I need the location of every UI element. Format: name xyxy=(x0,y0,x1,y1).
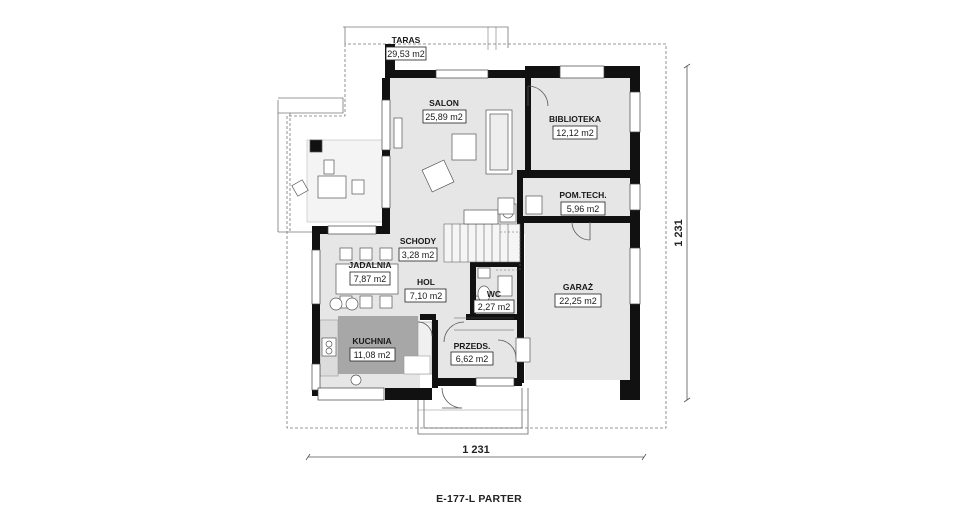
dimension-horizontal xyxy=(305,453,647,461)
jadalnia-area: 7,87 m2 xyxy=(354,274,387,284)
windows xyxy=(311,65,641,401)
wc-area: 2,27 m2 xyxy=(478,302,511,312)
wc-fixtures xyxy=(477,267,513,303)
terrace-outline xyxy=(343,26,509,48)
garaz-area: 22,25 m2 xyxy=(559,296,597,306)
przeds-name: PRZEDS. xyxy=(454,341,491,351)
garaz-name: GARAŻ xyxy=(563,282,593,292)
terrace-steps xyxy=(278,97,344,114)
kuchnia-area: 11,08 m2 xyxy=(354,350,391,360)
dimension-height-label: 1 231 xyxy=(673,219,685,247)
kuchnia-name: KUCHNIA xyxy=(352,336,391,346)
taras-area: 29,53 m2 xyxy=(387,49,425,59)
label-biblioteka: BIBLIOTEKA 12,12 m2 xyxy=(549,114,601,140)
label-pomtech: POM.TECH. 5,96 m2 xyxy=(559,190,607,216)
staircase xyxy=(443,223,521,271)
kitchen-fixtures xyxy=(321,337,362,386)
label-hol: HOL 7,10 m2 xyxy=(404,277,447,303)
label-garaz: GARAŻ 22,25 m2 xyxy=(554,282,602,308)
wardrobe xyxy=(515,337,531,363)
salon-area: 25,89 m2 xyxy=(425,112,463,122)
plan-title: E-177-L PARTER xyxy=(436,493,522,505)
label-jadalnia: JADALNIA 7,87 m2 xyxy=(349,260,392,286)
pomtech-name: POM.TECH. xyxy=(559,190,606,200)
label-taras: TARAS 29,53 m2 xyxy=(385,35,427,61)
dimension-vertical xyxy=(683,63,691,403)
pomtech-area: 5,96 m2 xyxy=(567,204,600,214)
patio-furniture xyxy=(291,139,365,199)
dimension-width-label: 1 231 xyxy=(462,444,490,456)
jadalnia-name: JADALNIA xyxy=(349,260,392,270)
schody-area: 3,28 m2 xyxy=(402,250,435,260)
porch-outline xyxy=(417,388,529,435)
label-kuchnia: KUCHNIA 11,08 m2 xyxy=(349,336,396,362)
label-schody: SCHODY 3,28 m2 xyxy=(398,236,438,262)
label-przeds: PRZEDS. 6,62 m2 xyxy=(450,341,494,366)
salon-name: SALON xyxy=(429,98,459,108)
przeds-area: 6,62 m2 xyxy=(456,354,489,364)
label-wc: WC 2,27 m2 xyxy=(473,289,515,314)
hol-area: 7,10 m2 xyxy=(410,291,443,301)
tech-fixtures xyxy=(497,195,543,215)
biblioteka-name: BIBLIOTEKA xyxy=(549,114,601,124)
label-salon: SALON 25,89 m2 xyxy=(422,98,467,124)
wc-name: WC xyxy=(487,289,501,299)
biblioteka-area: 12,12 m2 xyxy=(556,128,594,138)
schody-name: SCHODY xyxy=(400,236,437,246)
taras-name: TARAS xyxy=(392,35,421,45)
hol-name: HOL xyxy=(417,277,435,287)
